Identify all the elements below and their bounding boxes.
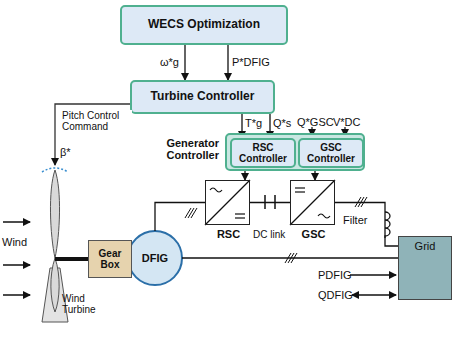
signal-label: β* [60, 146, 71, 158]
connector [55, 257, 88, 261]
connector [182, 257, 398, 258]
edge-label: ω*g [160, 56, 179, 68]
controller-box: RSC Controller [230, 138, 296, 168]
converter-box: RSC [205, 180, 250, 225]
label-wrap: Gear Box [89, 241, 131, 277]
connector [250, 202, 290, 203]
connector [227, 45, 228, 80]
label-wrap: Turbine Controller [132, 82, 273, 112]
pitch-arrow [42, 168, 68, 172]
node-label: Turbine Controller [148, 90, 258, 103]
optimization-box: WECS Optimization [120, 5, 288, 45]
signal-label: PDFIG [318, 269, 352, 281]
power-arrow [350, 274, 396, 275]
converter-symbols [205, 180, 335, 225]
signal-label: Filter [343, 214, 367, 226]
dfig-circle [128, 231, 182, 285]
grid-box: Grid [398, 236, 452, 300]
gearbox-box: Gear Box [88, 240, 132, 278]
signal-label: QDFIG [318, 289, 353, 301]
node-label: Grid [399, 240, 451, 252]
node-label: GSC [281, 228, 346, 240]
edge-label: P*DFIG [232, 56, 270, 68]
signal-label: DC link [253, 229, 285, 240]
generator-circle: DFIG [128, 231, 182, 285]
wind-turbine: Wind Turbine [20, 165, 90, 325]
signal-label: V*DC [333, 116, 361, 128]
signal-label: Q*GSC [297, 116, 334, 128]
filter-inductor [380, 212, 392, 238]
connector [155, 203, 205, 232]
group-box: RSC ControllerGSC ControllerGenerator Co… [225, 133, 365, 171]
label-wrap: DFIG [128, 231, 182, 285]
reactive-arrow [352, 294, 396, 295]
node-label: Generator Controller [147, 137, 219, 161]
label-wrap: GSC Controller [300, 140, 362, 166]
phase-ticks [185, 197, 367, 263]
edge-label: Pitch Control Command [62, 110, 132, 132]
wind-arrows [3, 222, 30, 295]
label-wrap: WECS Optimization [122, 7, 286, 43]
node-label: Wind Turbine [62, 293, 102, 315]
edge-label: Q*s [273, 117, 291, 129]
label-wrap: RSC Controller [232, 140, 294, 166]
node-label: RSC Controller [232, 142, 294, 164]
node-label: DFIG [139, 252, 171, 264]
converter-box: GSC [290, 180, 335, 225]
connector [184, 45, 185, 80]
controller-box: Turbine Controller [130, 80, 275, 114]
node-label: Gear Box [89, 248, 131, 270]
blade [51, 258, 59, 312]
controller-box: GSC Controller [298, 138, 364, 168]
edge-label: T*g [245, 117, 262, 129]
connector [335, 203, 398, 247]
blade [50, 170, 59, 258]
node-label: RSC [196, 228, 261, 240]
signal-label: Wind [2, 236, 27, 248]
node-label: GSC Controller [300, 142, 362, 164]
node-label: WECS Optimization [145, 18, 263, 31]
